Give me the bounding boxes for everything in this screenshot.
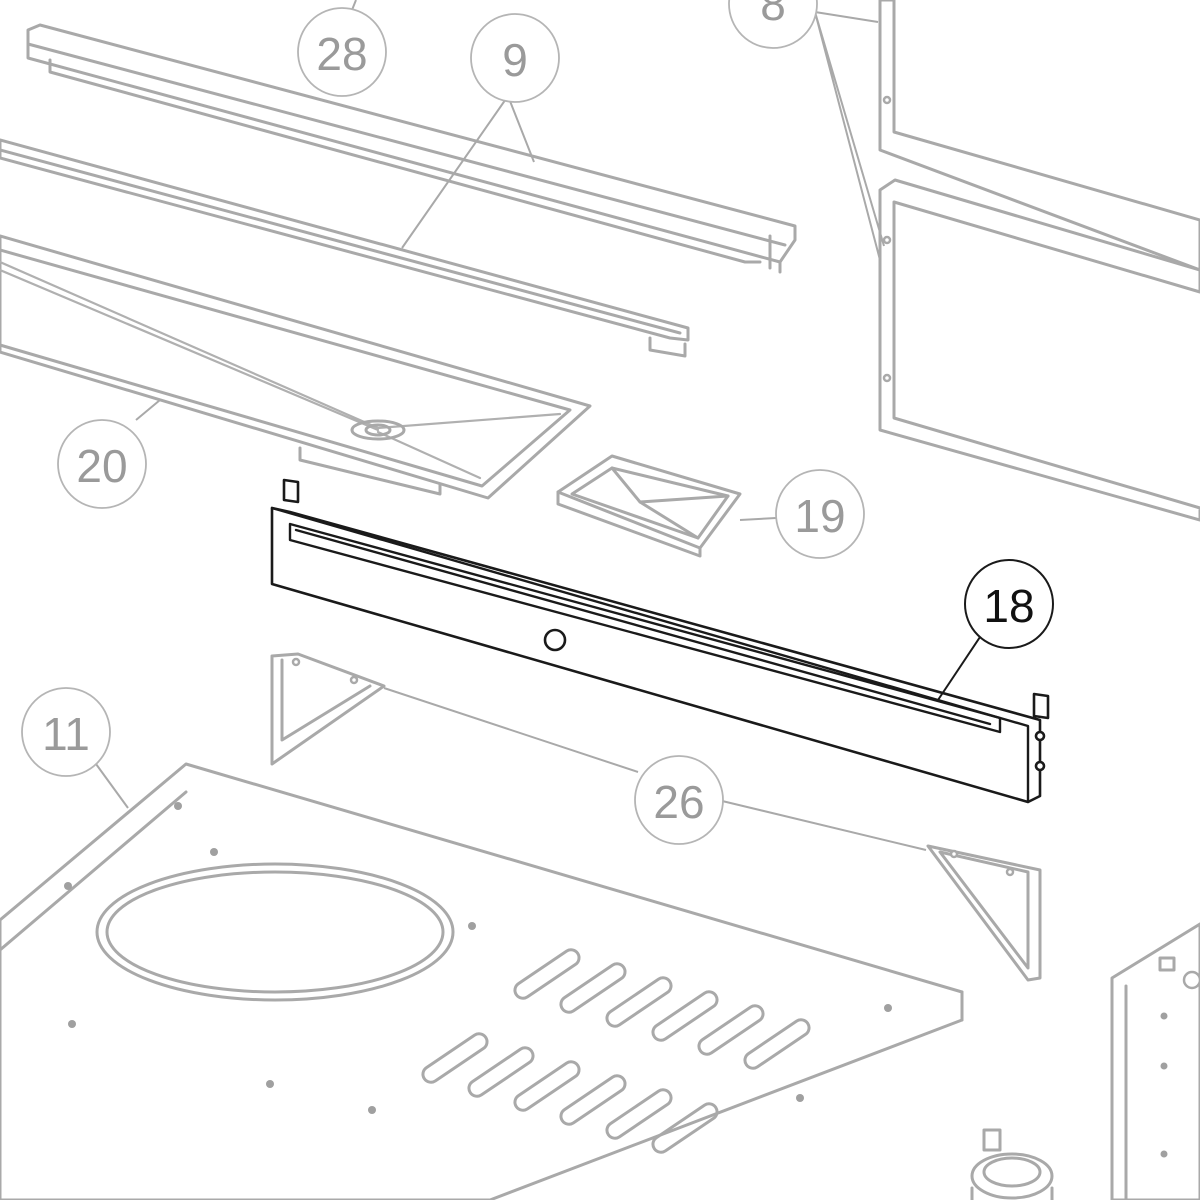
callout-26[interactable]: 26 xyxy=(634,755,724,845)
vent-slots xyxy=(421,948,811,1154)
callout-8-label: 8 xyxy=(760,0,786,30)
callout-9-label: 9 xyxy=(502,34,528,86)
leader-lines xyxy=(95,0,983,851)
part-20-drip-tray[interactable] xyxy=(0,234,592,500)
part-11-bottom-shelf[interactable] xyxy=(0,762,964,1200)
part-26-bracket-left[interactable] xyxy=(270,652,386,766)
callout-28[interactable]: 28 xyxy=(297,7,387,97)
part-28-rail[interactable] xyxy=(26,23,797,274)
part-18-front-bar[interactable] xyxy=(270,478,1050,804)
callout-11-label: 11 xyxy=(42,708,90,760)
callout-26-label: 26 xyxy=(653,776,704,828)
caster-wheel xyxy=(970,1128,1054,1200)
shelf-screw-holes xyxy=(64,802,892,1114)
callout-20[interactable]: 20 xyxy=(57,419,147,509)
part-19-grease-cup[interactable] xyxy=(556,454,742,558)
callout-20-label: 20 xyxy=(76,440,127,492)
callout-11[interactable]: 11 xyxy=(21,687,111,777)
callout-28-label: 28 xyxy=(316,28,367,80)
callout-19-label: 19 xyxy=(794,490,845,542)
callout-9[interactable]: 9 xyxy=(470,13,560,103)
callout-18-label: 18 xyxy=(983,580,1034,632)
side-cabinet-panel xyxy=(1110,922,1200,1200)
part-26-bracket-right[interactable] xyxy=(926,844,1042,982)
part-8-side-frame-upper[interactable] xyxy=(878,0,1200,272)
callout-8[interactable]: 8 xyxy=(728,0,818,49)
part-8-side-frame-lower[interactable] xyxy=(878,178,1200,522)
callout-18[interactable]: 18 xyxy=(964,559,1054,649)
callout-19[interactable]: 19 xyxy=(775,469,865,559)
part-9-rail[interactable] xyxy=(0,138,690,358)
